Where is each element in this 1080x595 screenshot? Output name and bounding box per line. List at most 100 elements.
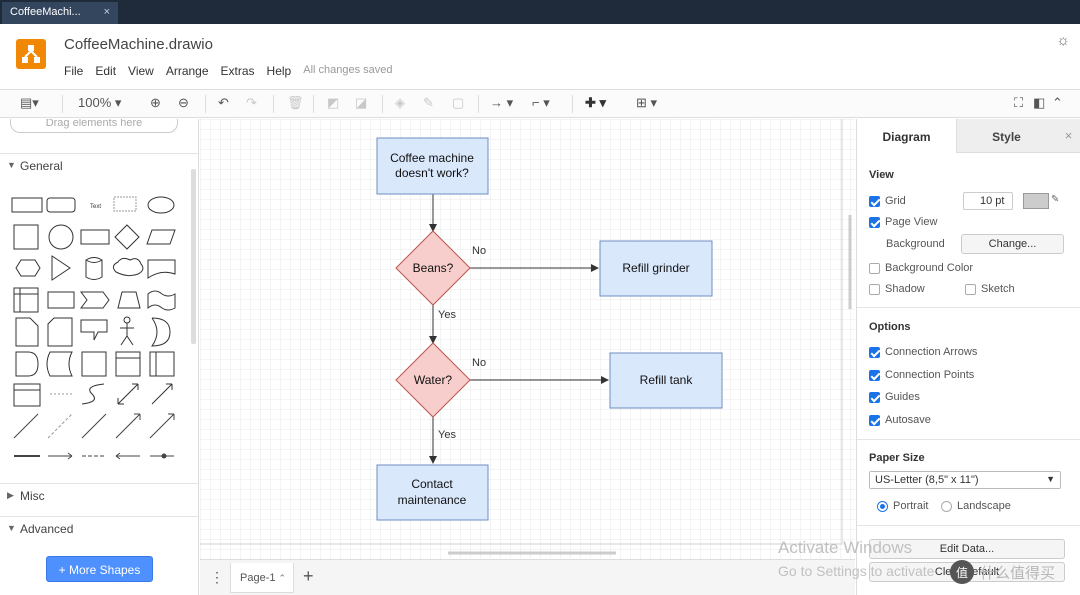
redo-icon[interactable]: ↷ [246, 95, 257, 110]
scratchpad-drop-area[interactable]: Drag elements here [10, 119, 178, 133]
section-advanced[interactable]: ▼ Advanced [0, 516, 198, 540]
menu-edit[interactable]: Edit [95, 64, 117, 78]
add-page-icon[interactable]: + [303, 566, 314, 586]
rounded-rectangle-shape [46, 197, 76, 213]
page-tab-menu-icon[interactable]: ⌃ [278, 573, 287, 583]
section-misc[interactable]: ▶ Misc [0, 483, 198, 507]
connection-arrows-checkbox[interactable]: Connection Arrows [869, 346, 977, 358]
collapse-icon[interactable]: ⌃ [1052, 95, 1063, 110]
fullscreen-icon[interactable]: ⛶ [1014, 95, 1024, 110]
radio-selected[interactable] [877, 500, 888, 512]
frame-shape [81, 351, 107, 377]
start-node-line2: doesn't work? [395, 166, 469, 180]
textbox-shape [113, 196, 137, 212]
waypoints-icon[interactable]: ⌐ ▾ [532, 95, 550, 110]
connection-points-checkbox[interactable]: Connection Points [869, 369, 974, 381]
page-view-checkbox[interactable]: Page View [869, 216, 937, 228]
internal-storage-lines [14, 288, 38, 312]
background-label-row: Background [886, 238, 945, 250]
shadow-checkbox[interactable]: Shadow [869, 283, 925, 295]
close-tab-icon[interactable]: × [103, 6, 110, 18]
shadow-icon[interactable]: ▢ [452, 95, 465, 110]
menu-help[interactable]: Help [266, 64, 292, 78]
menu-view[interactable]: View [128, 64, 154, 78]
file-name[interactable]: CoffeeMachine.drawio [64, 36, 213, 53]
checkbox-checked[interactable] [869, 391, 880, 403]
zoom-out-icon[interactable]: ⊖ [178, 95, 189, 110]
sketch-checkbox[interactable]: Sketch [965, 283, 1015, 295]
beans-decision [395, 230, 471, 306]
edit-data-button[interactable]: Edit Data... [869, 539, 1065, 559]
zoom-in-icon[interactable]: ⊕ [150, 95, 161, 110]
table-icon[interactable]: ⊞ ▾ [636, 95, 658, 110]
section-divider [857, 439, 1080, 440]
connection-style-icon[interactable]: → ▾ [490, 95, 514, 110]
checkbox-checked[interactable] [869, 346, 880, 358]
tab-style[interactable]: Style [956, 119, 1056, 153]
to-front-icon[interactable]: ◩ [327, 95, 340, 110]
parallelogram-shape [146, 229, 176, 245]
sidebar-scrollbar[interactable] [191, 169, 196, 344]
list-shape [13, 383, 41, 407]
diagram-canvas[interactable]: Coffee machine doesn't work? Beans? Refi… [200, 119, 855, 559]
more-shapes-button[interactable]: + More Shapes [46, 556, 153, 582]
diamond-shape [114, 224, 140, 250]
eyedropper-icon[interactable]: ✎ [1051, 194, 1060, 205]
menu-arrange[interactable]: Arrange [165, 64, 209, 78]
radio-unselected[interactable] [941, 500, 952, 512]
format-panel-toggle-icon[interactable]: ▤▾ [20, 95, 39, 110]
menu-file[interactable]: File [64, 64, 84, 78]
tab-diagram[interactable]: Diagram [857, 119, 956, 153]
checkbox-checked[interactable] [869, 369, 880, 381]
callout-shape [80, 319, 108, 341]
paper-size-select[interactable]: US-Letter (8,5" x 11") ▼ [869, 471, 1061, 489]
format-panel-icon[interactable]: ◧ [1033, 95, 1046, 110]
options-heading: Options [869, 321, 911, 333]
connector-shape [149, 413, 175, 439]
section-divider [857, 307, 1080, 308]
close-panel-icon[interactable]: × [1056, 119, 1080, 153]
dashed-line-shape [47, 413, 73, 439]
fill-color-icon[interactable]: ◈ [395, 95, 405, 110]
checkbox-unchecked[interactable] [869, 283, 880, 295]
checkbox-unchecked[interactable] [965, 283, 976, 295]
section-general[interactable]: ▼ General [0, 153, 198, 177]
grid-color-swatch[interactable] [1023, 193, 1049, 209]
checkbox-checked[interactable] [869, 195, 880, 207]
undo-icon[interactable]: ↶ [218, 95, 229, 110]
document-tab[interactable]: CoffeeMachi... × [2, 2, 118, 24]
grid-checkbox[interactable]: Grid [869, 195, 906, 207]
landscape-radio[interactable]: Landscape [941, 500, 1011, 512]
grid-background [200, 119, 855, 559]
guides-checkbox[interactable]: Guides [869, 391, 920, 403]
autosave-checkbox[interactable]: Autosave [869, 414, 931, 426]
checkbox-unchecked[interactable] [869, 262, 880, 274]
diagram-svg: Coffee machine doesn't work? Beans? Refi… [200, 119, 855, 559]
connection-arrows-label: Connection Arrows [885, 346, 978, 358]
toolbar-divider [62, 95, 63, 113]
background-color-checkbox[interactable]: Background Color [869, 262, 973, 274]
pages-menu-icon[interactable]: ⋮ [210, 569, 224, 585]
settings-gear-icon[interactable]: ☼ [1056, 32, 1070, 49]
bidir-line-shape [115, 452, 140, 460]
portrait-radio[interactable]: Portrait [877, 500, 928, 512]
to-back-icon[interactable]: ◪ [355, 95, 368, 110]
change-background-button[interactable]: Change... [961, 234, 1064, 254]
grid-size-input[interactable]: 10 pt [963, 192, 1013, 210]
refill-tank-node [609, 352, 723, 409]
checkbox-checked[interactable] [869, 216, 880, 228]
shapes-sidebar: Drag elements here ▼ General Text [0, 119, 199, 595]
cube-shape [47, 291, 75, 309]
save-status: All changes saved [303, 64, 393, 76]
note-shape [15, 317, 39, 347]
page-tab[interactable]: Page-1 ⌃ [230, 563, 294, 593]
toolbar-divider [273, 95, 274, 113]
delete-icon[interactable]: 🗑 [287, 95, 304, 110]
zoom-select[interactable]: 100% ▾ [78, 95, 122, 110]
insert-icon[interactable]: ✚ ▾ [585, 95, 607, 110]
checkbox-checked[interactable] [869, 414, 880, 426]
line-color-icon[interactable]: ✎ [423, 95, 434, 110]
bidirectional-arrow-shape [117, 383, 139, 405]
menu-extras[interactable]: Extras [220, 64, 255, 78]
page-boundary [200, 119, 843, 545]
